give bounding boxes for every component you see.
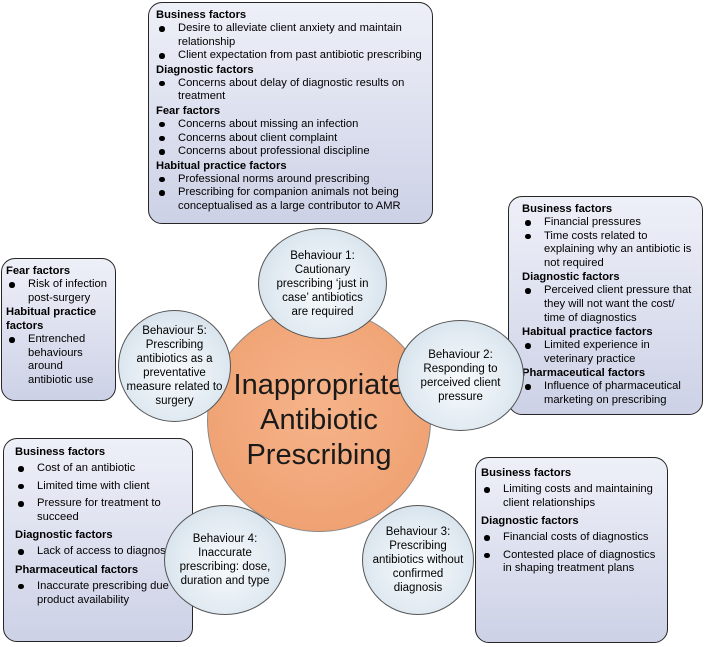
section-heading: Habitual practice factors: [156, 159, 287, 172]
list-item: Limited time with client: [15, 480, 186, 494]
behaviour-2-circle: Behaviour 2: Responding to perceived cli…: [397, 320, 524, 431]
section-heading: Habitual practice factors: [6, 306, 97, 333]
section-heading: Pharmaceutical factors: [15, 563, 139, 576]
list-item: Concerns about missing an infection: [156, 118, 426, 132]
list-item: Limited experience in veterinary practic…: [522, 339, 694, 366]
factor-list: Limited experience in veterinary practic…: [522, 339, 694, 366]
list-item: Prescribing for companion animals not be…: [156, 186, 426, 213]
behaviour-3-circle: Behaviour 3: Prescribing antibiotics wit…: [362, 505, 474, 615]
list-item: Contested place of diagnostics in shapin…: [481, 549, 661, 576]
section-heading: Habitual practice factors: [522, 326, 653, 339]
factor-list: Influence of pharmaceutical marketing on…: [522, 380, 694, 407]
behaviour-5-label: Behaviour 5: Prescribing antibiotics as …: [126, 325, 223, 407]
behaviour-2-label: Behaviour 2: Responding to perceived cli…: [420, 348, 501, 403]
factor-list: Limiting costs and maintaining client re…: [481, 483, 661, 510]
section-heading: Diagnostic factors: [156, 63, 254, 76]
section-heading: Diagnostic factors: [481, 515, 579, 528]
factor-list: Desire to alleviate client anxiety and m…: [156, 22, 426, 63]
factor-list: Concerns about delay of diagnostic resul…: [156, 77, 426, 104]
list-item: Cost of an antibiotic: [15, 462, 186, 476]
list-item: Limiting costs and maintaining client re…: [481, 483, 661, 510]
list-item: Pressure for treatment to succeed: [15, 497, 186, 524]
behaviour-1-circle: Behaviour 1: Cautionary prescribing ‘jus…: [258, 228, 387, 339]
section-heading: Business factors: [522, 203, 613, 215]
list-item: Professional norms around prescribing: [156, 173, 426, 187]
behaviour-3-label: Behaviour 3: Prescribing antibiotics wit…: [372, 526, 464, 594]
list-item: Time costs related to explaining why an …: [522, 230, 694, 271]
behaviour-1-label: Behaviour 1: Cautionary prescribing ‘jus…: [276, 249, 369, 318]
list-item: Concerns about professional discipline: [156, 145, 426, 159]
list-item: Perceived client pressure that they will…: [522, 284, 694, 325]
factor-list: Entrenched behaviours around antibiotic …: [6, 333, 109, 387]
behaviour-4-circle: Behaviour 4: Inaccurate prescribing: dos…: [164, 505, 286, 615]
center-title: Inappropriate Antibiotic Prescribing: [233, 368, 405, 471]
section-heading: Diagnostic factors: [15, 529, 113, 542]
list-item: Risk of infection post-surgery: [6, 278, 109, 305]
factor-list: Risk of infection post-surgery: [6, 278, 109, 305]
section-heading: Fear factors: [6, 265, 71, 277]
behaviour-5-circle: Behaviour 5: Prescribing antibiotics as …: [118, 310, 231, 422]
factor-list: Inaccurate prescribing due to product av…: [15, 580, 186, 607]
section-heading: Fear factors: [156, 104, 221, 117]
section-heading: Business factors: [15, 446, 106, 458]
behaviour-4-label: Behaviour 4: Inaccurate prescribing: dos…: [179, 533, 271, 587]
section-heading: Diagnostic factors: [522, 271, 620, 284]
list-item: Inaccurate prescribing due to product av…: [15, 580, 186, 607]
section-heading: Business factors: [156, 9, 247, 21]
list-item: Desire to alleviate client anxiety and m…: [156, 22, 426, 49]
list-item: Concerns about client complaint: [156, 132, 426, 146]
list-item: Entrenched behaviours around antibiotic …: [6, 333, 109, 387]
center-circle: Inappropriate Antibiotic Prescribing: [207, 308, 431, 532]
factor-list: Perceived client pressure that they will…: [522, 284, 694, 325]
list-item: Client expectation from past antibiotic …: [156, 49, 426, 63]
section-heading: Pharmaceutical factors: [522, 367, 646, 380]
factor-list: Lack of access to diagnostics: [15, 545, 186, 559]
list-item: Lack of access to diagnostics: [15, 545, 186, 559]
list-item: Financial costs of diagnostics: [481, 531, 661, 545]
list-item: Influence of pharmaceutical marketing on…: [522, 380, 694, 407]
list-item: Concerns about delay of diagnostic resul…: [156, 77, 426, 104]
section-heading: Business factors: [481, 467, 572, 479]
list-item: Financial pressures: [522, 216, 694, 230]
